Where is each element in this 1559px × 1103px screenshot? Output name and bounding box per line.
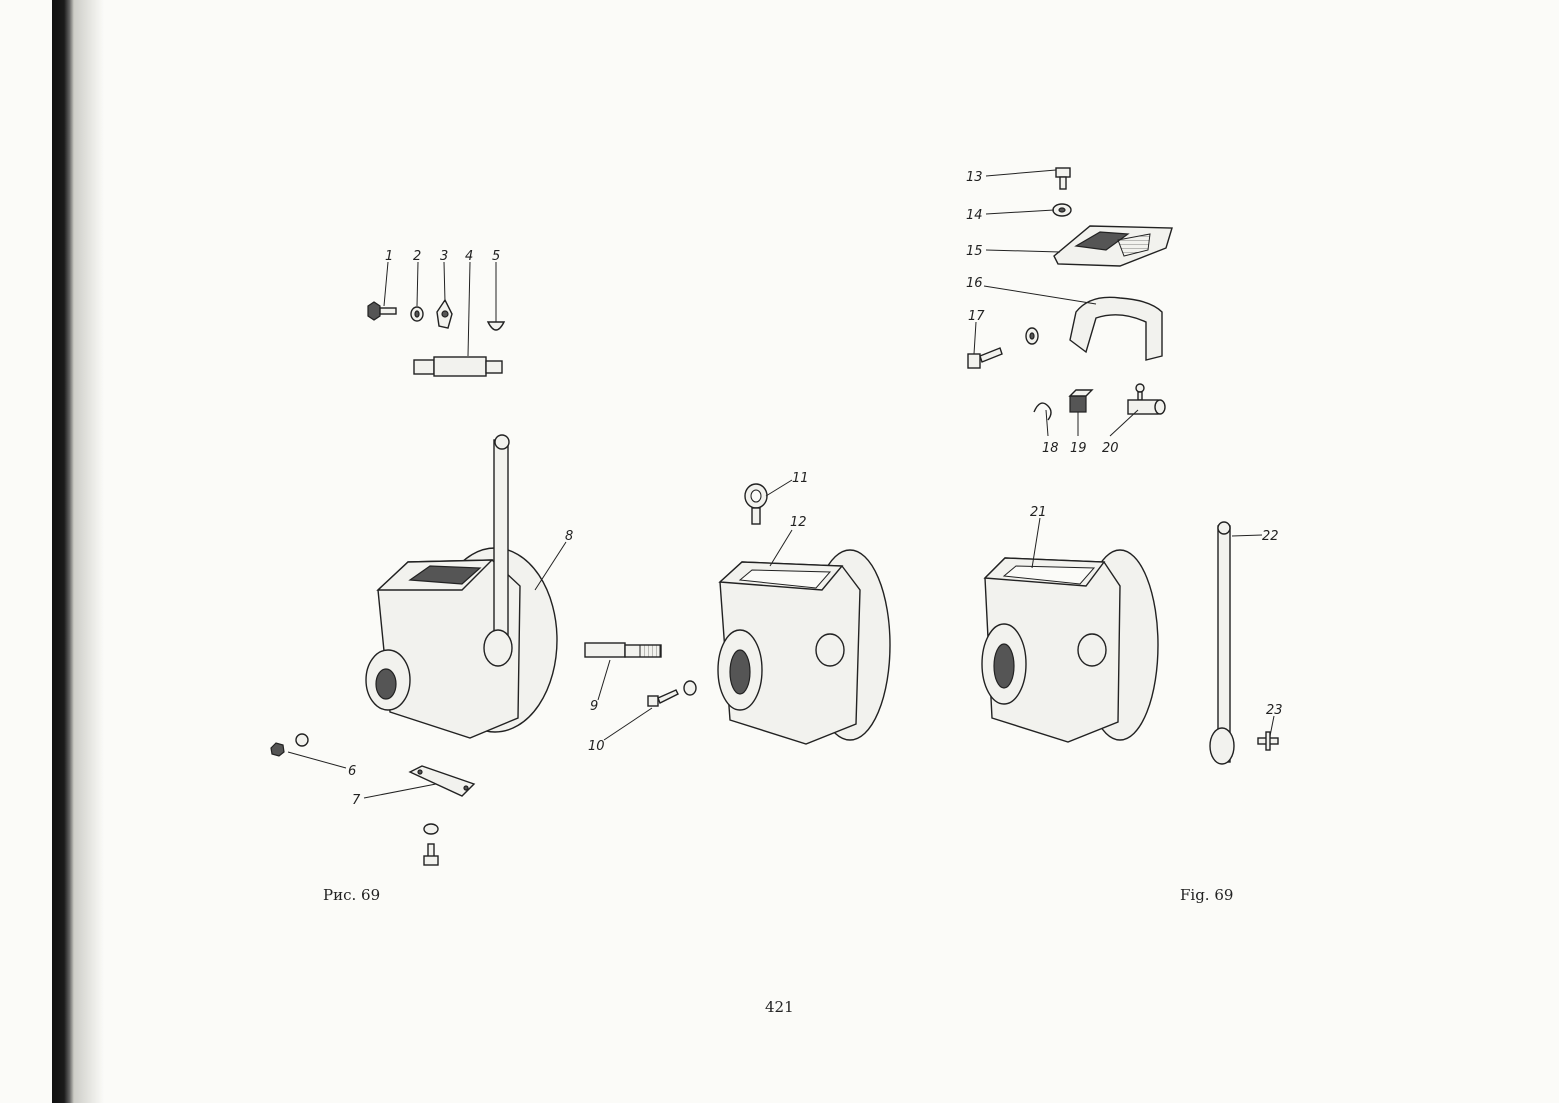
part-3-lock-plate [436, 298, 453, 329]
callout-19: 19 [1070, 441, 1087, 456]
part-8-housing-assembly [365, 434, 558, 739]
callout-2: 2 [413, 249, 421, 264]
part-12-housing [717, 549, 891, 745]
part-10-washer [683, 680, 697, 696]
leader-lines [287, 169, 1275, 799]
part-9-shaft [584, 642, 662, 658]
figure-caption-english: Fig. 69 [1180, 886, 1234, 904]
part-10-bolt [647, 689, 679, 707]
part-7-washer [423, 823, 439, 835]
part-5-key [486, 321, 506, 331]
figure-caption-russian: Рис. 69 [323, 886, 381, 904]
callout-10: 10 [588, 739, 605, 754]
part-17-bolt [967, 347, 1003, 369]
part-11-eye-bolt [744, 483, 768, 525]
part-20-lever-end [1127, 383, 1166, 415]
part-1-bolt [367, 301, 397, 321]
callout-23: 23 [1266, 703, 1283, 718]
callout-18: 18 [1042, 441, 1059, 456]
part-16-fork [1069, 296, 1163, 361]
part-23-pin [1257, 731, 1279, 751]
callout-15: 15 [966, 244, 983, 259]
callout-16: 16 [966, 276, 983, 291]
callout-13: 13 [966, 170, 983, 185]
callout-6: 6 [348, 764, 356, 779]
part-6-nut-washer [270, 733, 309, 757]
callout-5: 5 [492, 249, 500, 264]
part-18-spring-clip [1033, 402, 1052, 421]
part-15-cover-plate [1053, 225, 1173, 267]
callout-11: 11 [792, 471, 809, 486]
part-4-shaft [413, 356, 503, 377]
callout-9: 9 [590, 699, 598, 714]
part-14-washer [1052, 203, 1072, 217]
scan-binding-shadow [74, 0, 104, 1103]
callout-22: 22 [1262, 529, 1279, 544]
callout-17: 17 [968, 309, 985, 324]
callout-3: 3 [440, 249, 448, 264]
part-21-housing [981, 549, 1159, 743]
callout-20: 20 [1102, 441, 1119, 456]
callout-1: 1 [385, 249, 393, 264]
scan-binding-edge [52, 0, 74, 1103]
part-7-bolt [423, 843, 439, 866]
callout-4: 4 [465, 249, 473, 264]
callout-7: 7 [352, 793, 361, 808]
page-number: 421 [765, 998, 794, 1016]
part-16-washer [1025, 327, 1039, 345]
part-22-lever [1209, 521, 1235, 765]
callout-numbers: 1 2 3 4 5 6 7 8 9 10 11 12 13 14 15 16 1… [348, 170, 1283, 808]
part-13-bolt [1055, 167, 1071, 190]
callout-21: 21 [1030, 505, 1047, 520]
part-2-washer [410, 306, 424, 322]
part-19-block [1068, 389, 1094, 413]
part-7-plate [408, 765, 476, 797]
callout-12: 12 [790, 515, 807, 530]
callout-14: 14 [966, 208, 983, 223]
callout-8: 8 [565, 529, 573, 544]
